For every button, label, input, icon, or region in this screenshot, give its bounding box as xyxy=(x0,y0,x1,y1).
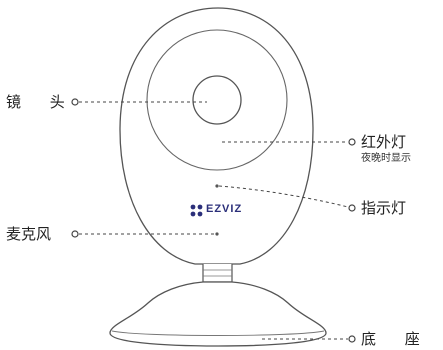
label-base: 底 座 xyxy=(361,330,432,348)
lens xyxy=(192,75,242,125)
camera-base xyxy=(109,281,327,347)
brand-name: EZVIZ xyxy=(206,203,243,215)
microphone-dot xyxy=(215,232,219,236)
label-lens: 镜 头 xyxy=(6,93,77,111)
ezviz-logo-icon xyxy=(190,204,203,217)
label-ir-light: 红外灯 xyxy=(361,133,407,151)
label-ir-light-note: 夜晚时显示 xyxy=(361,153,411,164)
base-rim xyxy=(111,330,325,336)
indicator-leader xyxy=(218,185,349,208)
label-microphone: 麦克风 xyxy=(6,225,52,243)
indicator-dot xyxy=(215,184,219,188)
label-indicator: 指示灯 xyxy=(361,199,407,217)
camera-neck xyxy=(202,264,233,283)
